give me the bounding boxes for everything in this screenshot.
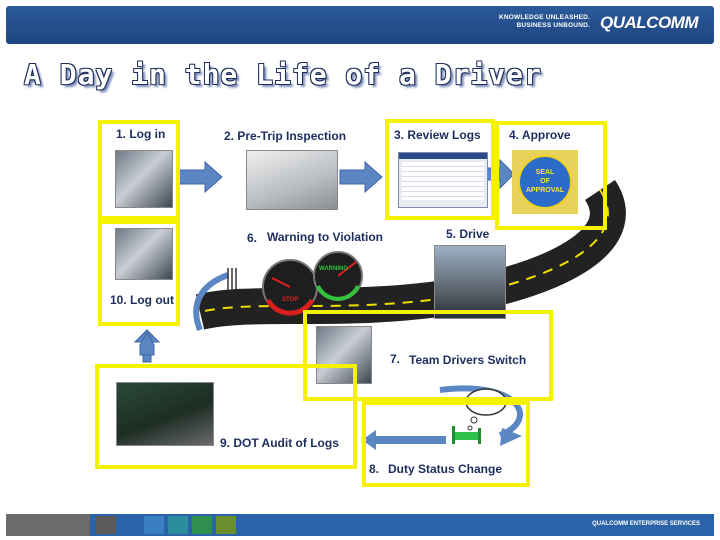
step-3-box [385, 119, 495, 220]
arrow-duty-change-head [500, 428, 522, 446]
tagline-line1: KNOWLEDGE UNLEASHED. [498, 14, 590, 21]
footer-square-6 [216, 516, 236, 534]
step-6-number: 6. [247, 231, 258, 245]
footer-square-1 [96, 516, 116, 534]
seal-text-1: SEAL [535, 169, 555, 176]
step-9-label: 9. DOT Audit of Logs [220, 436, 339, 450]
approval-seal-bg: SEAL OF APPROVAL [512, 150, 578, 214]
step-4-label: 4. Approve [509, 128, 571, 142]
thought-bubble-1 [470, 416, 478, 424]
step-1-box [98, 120, 180, 220]
gauge-stop-red-zone [265, 298, 315, 316]
qualcomm-logo: QUALCOMM [600, 13, 698, 32]
arrow-curve-to-logout [193, 272, 230, 332]
step-3-label: 3. Review Logs [394, 128, 481, 142]
gauge-warning-green-zone [316, 285, 360, 301]
footer-gray-segment [6, 514, 90, 536]
arrow-to-audit-head [362, 430, 376, 450]
thought-bubble-2 [467, 425, 473, 431]
bed [454, 432, 480, 440]
footer-square-3 [144, 516, 164, 534]
step-10-box [98, 220, 180, 326]
login-photo [115, 150, 173, 208]
step-5-label: 5. Drive [446, 227, 490, 241]
step-10-label: 10. Log out [110, 293, 174, 307]
arrow-to-audit-body [376, 436, 446, 444]
truck-drive-photo [434, 245, 506, 319]
step-9-box [95, 364, 357, 469]
step-7-number: 7. [390, 352, 401, 366]
team-drivers-photo [316, 326, 372, 384]
review-logs-titlebar [399, 153, 487, 159]
seal-text-2: OF [540, 178, 550, 185]
seal-text-3: APPROVAL [525, 187, 565, 194]
page-title: A Day in the Life of a Driver [24, 58, 542, 91]
footer-square-4 [168, 516, 188, 534]
gauge-stop-label: STOP [282, 297, 299, 303]
step-1-label: 1. Log in [116, 127, 166, 141]
review-logs-table [402, 162, 484, 200]
arrow-audit-to-logout [139, 330, 155, 356]
arrow-pretrip-to-review [339, 160, 383, 194]
gauge-warning-label: WARNING [319, 266, 348, 272]
step-7-label: Team Drivers Switch [409, 353, 527, 367]
bed-post-left [452, 426, 455, 444]
header-bar [6, 6, 714, 44]
review-logs-screen [398, 152, 488, 208]
tagline-line2: BUSINESS UNBOUND. [516, 22, 590, 29]
gauge-stop-needle [271, 277, 291, 288]
step-2-label: 2. Pre-Trip Inspection [224, 129, 347, 143]
dot-audit-photo [116, 382, 214, 446]
bed-post-right [478, 428, 481, 444]
logout-photo [115, 228, 173, 280]
gauge-warning-needle [337, 261, 357, 277]
step-8-number: 8. [369, 462, 380, 476]
step-8-label: Duty Status Change [388, 462, 503, 476]
footer-company: QUALCOMM ENTERPRISE SERVICES [592, 521, 700, 527]
footer-square-5 [192, 516, 212, 534]
footer-square-2 [120, 516, 140, 534]
arrow-login-to-pretrip [177, 160, 223, 194]
inspection-photo [246, 150, 338, 210]
step-7-box [303, 310, 553, 401]
road-center-line [199, 189, 609, 313]
step-4-box [495, 121, 607, 230]
tagline: KNOWLEDGE UNLEASHED. BUSINESS UNBOUND. [499, 14, 590, 30]
step-6-label: Warning to Violation [267, 230, 383, 244]
seal-of-approval-icon: SEAL OF APPROVAL [518, 155, 572, 209]
step-8-box [362, 401, 530, 487]
